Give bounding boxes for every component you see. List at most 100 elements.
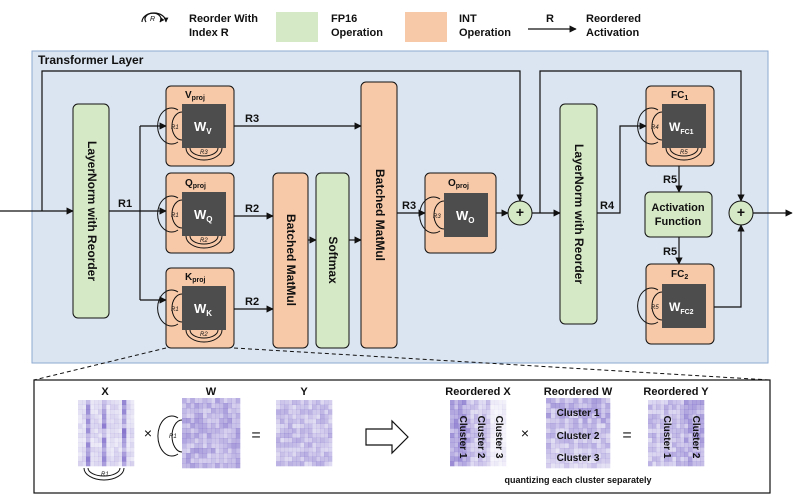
heat-cell <box>300 433 305 439</box>
heat-cell <box>86 433 91 439</box>
heat-cell <box>288 404 293 410</box>
heat-cell <box>474 451 479 457</box>
heat-cell <box>648 451 653 457</box>
heat-cell <box>276 409 281 415</box>
heat-cell <box>550 398 556 404</box>
heat-cell <box>86 447 91 453</box>
heat-cell <box>324 404 329 410</box>
heat-cell <box>478 451 483 457</box>
heat-cell <box>308 414 313 420</box>
heat-cell <box>568 438 574 444</box>
heat-cell <box>94 404 99 410</box>
heat-cell <box>676 409 681 415</box>
heat-cell <box>110 418 115 424</box>
heat-cell <box>676 400 681 406</box>
heat-cell <box>600 403 606 409</box>
heat-cell <box>676 456 681 462</box>
transformer-layer-title: Transformer Layer <box>38 53 144 67</box>
heat-cell <box>202 438 208 444</box>
heat-cell <box>296 451 301 457</box>
heat-cell <box>486 433 491 439</box>
k-weight-box <box>182 286 226 330</box>
heat-cell <box>568 433 574 439</box>
heat-cell <box>591 428 597 434</box>
heat-cell <box>219 438 224 444</box>
heat-cell <box>668 418 673 424</box>
heat-cell <box>288 447 293 453</box>
heat-cell <box>316 404 321 410</box>
heat-cell <box>656 433 661 439</box>
heat-cell <box>219 463 224 469</box>
heat-cell <box>696 433 701 439</box>
heat-cell <box>700 409 705 415</box>
heat-cell <box>292 461 297 467</box>
heat-cell <box>652 433 657 439</box>
heat-cell <box>102 442 107 448</box>
heat-cell <box>462 409 467 415</box>
heat-cell <box>578 398 583 404</box>
heat-cell <box>482 418 487 424</box>
heat-cell <box>555 433 561 439</box>
legend-fp16-text-1: FP16 <box>331 13 357 25</box>
times-symbol-1: × <box>144 425 152 441</box>
heat-cell <box>98 428 103 434</box>
fc2-weight-box <box>662 284 706 328</box>
heat-cell <box>98 451 103 457</box>
heat-cell <box>130 423 135 429</box>
heat-cell <box>692 414 697 420</box>
heat-cell <box>680 447 685 453</box>
heat-cell <box>555 418 561 424</box>
heat-cell <box>591 438 597 444</box>
heat-cell <box>568 418 574 424</box>
heat-cell <box>223 408 228 414</box>
heat-cell <box>304 451 309 457</box>
heat-cell <box>546 398 551 404</box>
heat-cell <box>470 447 475 453</box>
heat-cell <box>284 404 289 410</box>
heat-cell <box>304 461 309 467</box>
heat-cell <box>550 418 556 424</box>
heat-cell <box>700 428 705 434</box>
heat-cell <box>470 451 475 457</box>
heat-cell <box>198 398 204 404</box>
heat-cell <box>652 428 657 434</box>
heat-cell <box>692 461 697 467</box>
edge-label-r4: R4 <box>600 200 615 212</box>
heat-cell <box>564 458 570 464</box>
fc1-r-in: R4 <box>651 125 659 131</box>
heat-cell <box>126 456 131 462</box>
legend-reorder-text-2: Index R <box>189 27 229 39</box>
heat-cell <box>288 423 293 429</box>
heat-cell <box>211 413 216 419</box>
heat-cell <box>546 408 551 414</box>
heat-cell <box>605 413 611 419</box>
heat-cell <box>280 433 285 439</box>
heat-cell <box>276 461 281 467</box>
heat-cell <box>591 403 597 409</box>
heat-cell <box>130 456 135 462</box>
zoom-line-left <box>33 347 167 381</box>
heat-cell <box>219 448 224 454</box>
heat-cell <box>502 437 507 443</box>
heat-cell <box>288 414 293 420</box>
heat-cell <box>591 463 597 469</box>
heat-cell <box>194 448 199 454</box>
heat-cell <box>600 408 606 414</box>
heat-cell <box>110 404 115 410</box>
heat-cell <box>198 418 204 424</box>
heat-cell <box>300 400 305 406</box>
heat-cell <box>190 398 195 404</box>
heat-cell <box>206 423 212 429</box>
heat-cell <box>591 408 597 414</box>
heat-cell <box>466 400 471 406</box>
heat-cell <box>288 433 293 439</box>
heat-cell <box>276 442 281 448</box>
heat-cell <box>328 414 333 420</box>
heat-cell <box>206 453 212 459</box>
heat-cell <box>672 414 677 420</box>
heat-cell <box>470 433 475 439</box>
heat-cell <box>280 442 285 448</box>
heat-cell <box>582 418 588 424</box>
heat-cell <box>502 433 507 439</box>
heat-cell <box>605 453 611 459</box>
